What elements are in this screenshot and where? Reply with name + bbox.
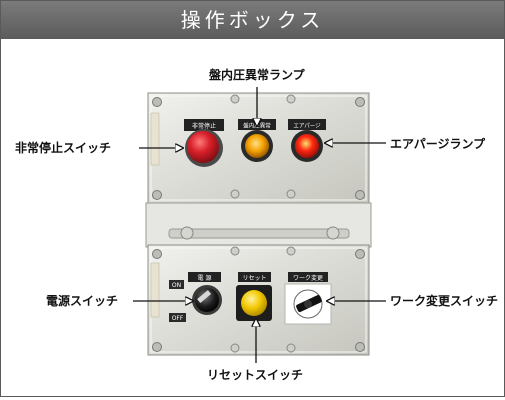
screw-icon <box>230 246 240 256</box>
emergency-stop-button[interactable]: 非常停止 <box>184 119 224 167</box>
upper-enclosure <box>147 92 370 204</box>
mounting-bracket <box>145 202 372 248</box>
screw-icon <box>152 190 162 200</box>
air-purge-plate-text: エアパージ <box>293 123 321 130</box>
screw-icon <box>286 189 296 199</box>
screw-icon <box>230 94 240 104</box>
screw-icon <box>152 249 162 259</box>
control-panel-illustration: 非常停止 盤内圧異常 エアパージ 電 源 <box>133 87 386 363</box>
screw-icon <box>355 97 365 107</box>
work-change-switch[interactable]: ワーク変更 <box>284 272 332 325</box>
screw-icon <box>286 343 296 353</box>
screw-icon <box>286 246 296 256</box>
emergency-stop-label: 非常停止スイッチ <box>15 141 112 155</box>
pressure-lamp-label: 盤内圧異常ランプ <box>209 68 305 82</box>
screw-icon <box>152 97 162 107</box>
screw-icon <box>230 189 240 199</box>
power-switch-label: 電源スイッチ <box>46 294 119 308</box>
screw-icon <box>355 190 365 200</box>
screw-icon <box>152 342 162 352</box>
off-label: OFF <box>172 315 184 322</box>
air-purge-lamp-label: エアパージランプ <box>390 137 486 151</box>
emergency-plate-text: 非常停止 <box>192 122 216 130</box>
work-change-switch-label: ワーク変更スイッチ <box>390 294 499 308</box>
screw-icon <box>286 94 296 104</box>
callout-arrows <box>133 87 386 363</box>
power-plate-text: 電 源 <box>198 274 212 282</box>
on-label: ON <box>172 282 181 289</box>
power-switch[interactable]: 電 源 ON OFF <box>169 272 222 322</box>
air-purge-lamp: エアパージ <box>288 119 326 162</box>
screw-icon <box>355 342 365 352</box>
reset-plate-text: リセット <box>242 275 266 282</box>
screw-icon <box>355 249 365 259</box>
page-title: 操作ボックス <box>1 1 504 39</box>
operation-box-diagram: 非常停止 盤内圧異常 エアパージ 電 源 <box>1 40 504 396</box>
reset-switch-label: リセットスイッチ <box>207 368 304 382</box>
work-change-plate-text: ワーク変更 <box>293 274 323 282</box>
reset-button[interactable]: リセット <box>236 272 272 321</box>
screw-icon <box>230 343 240 353</box>
